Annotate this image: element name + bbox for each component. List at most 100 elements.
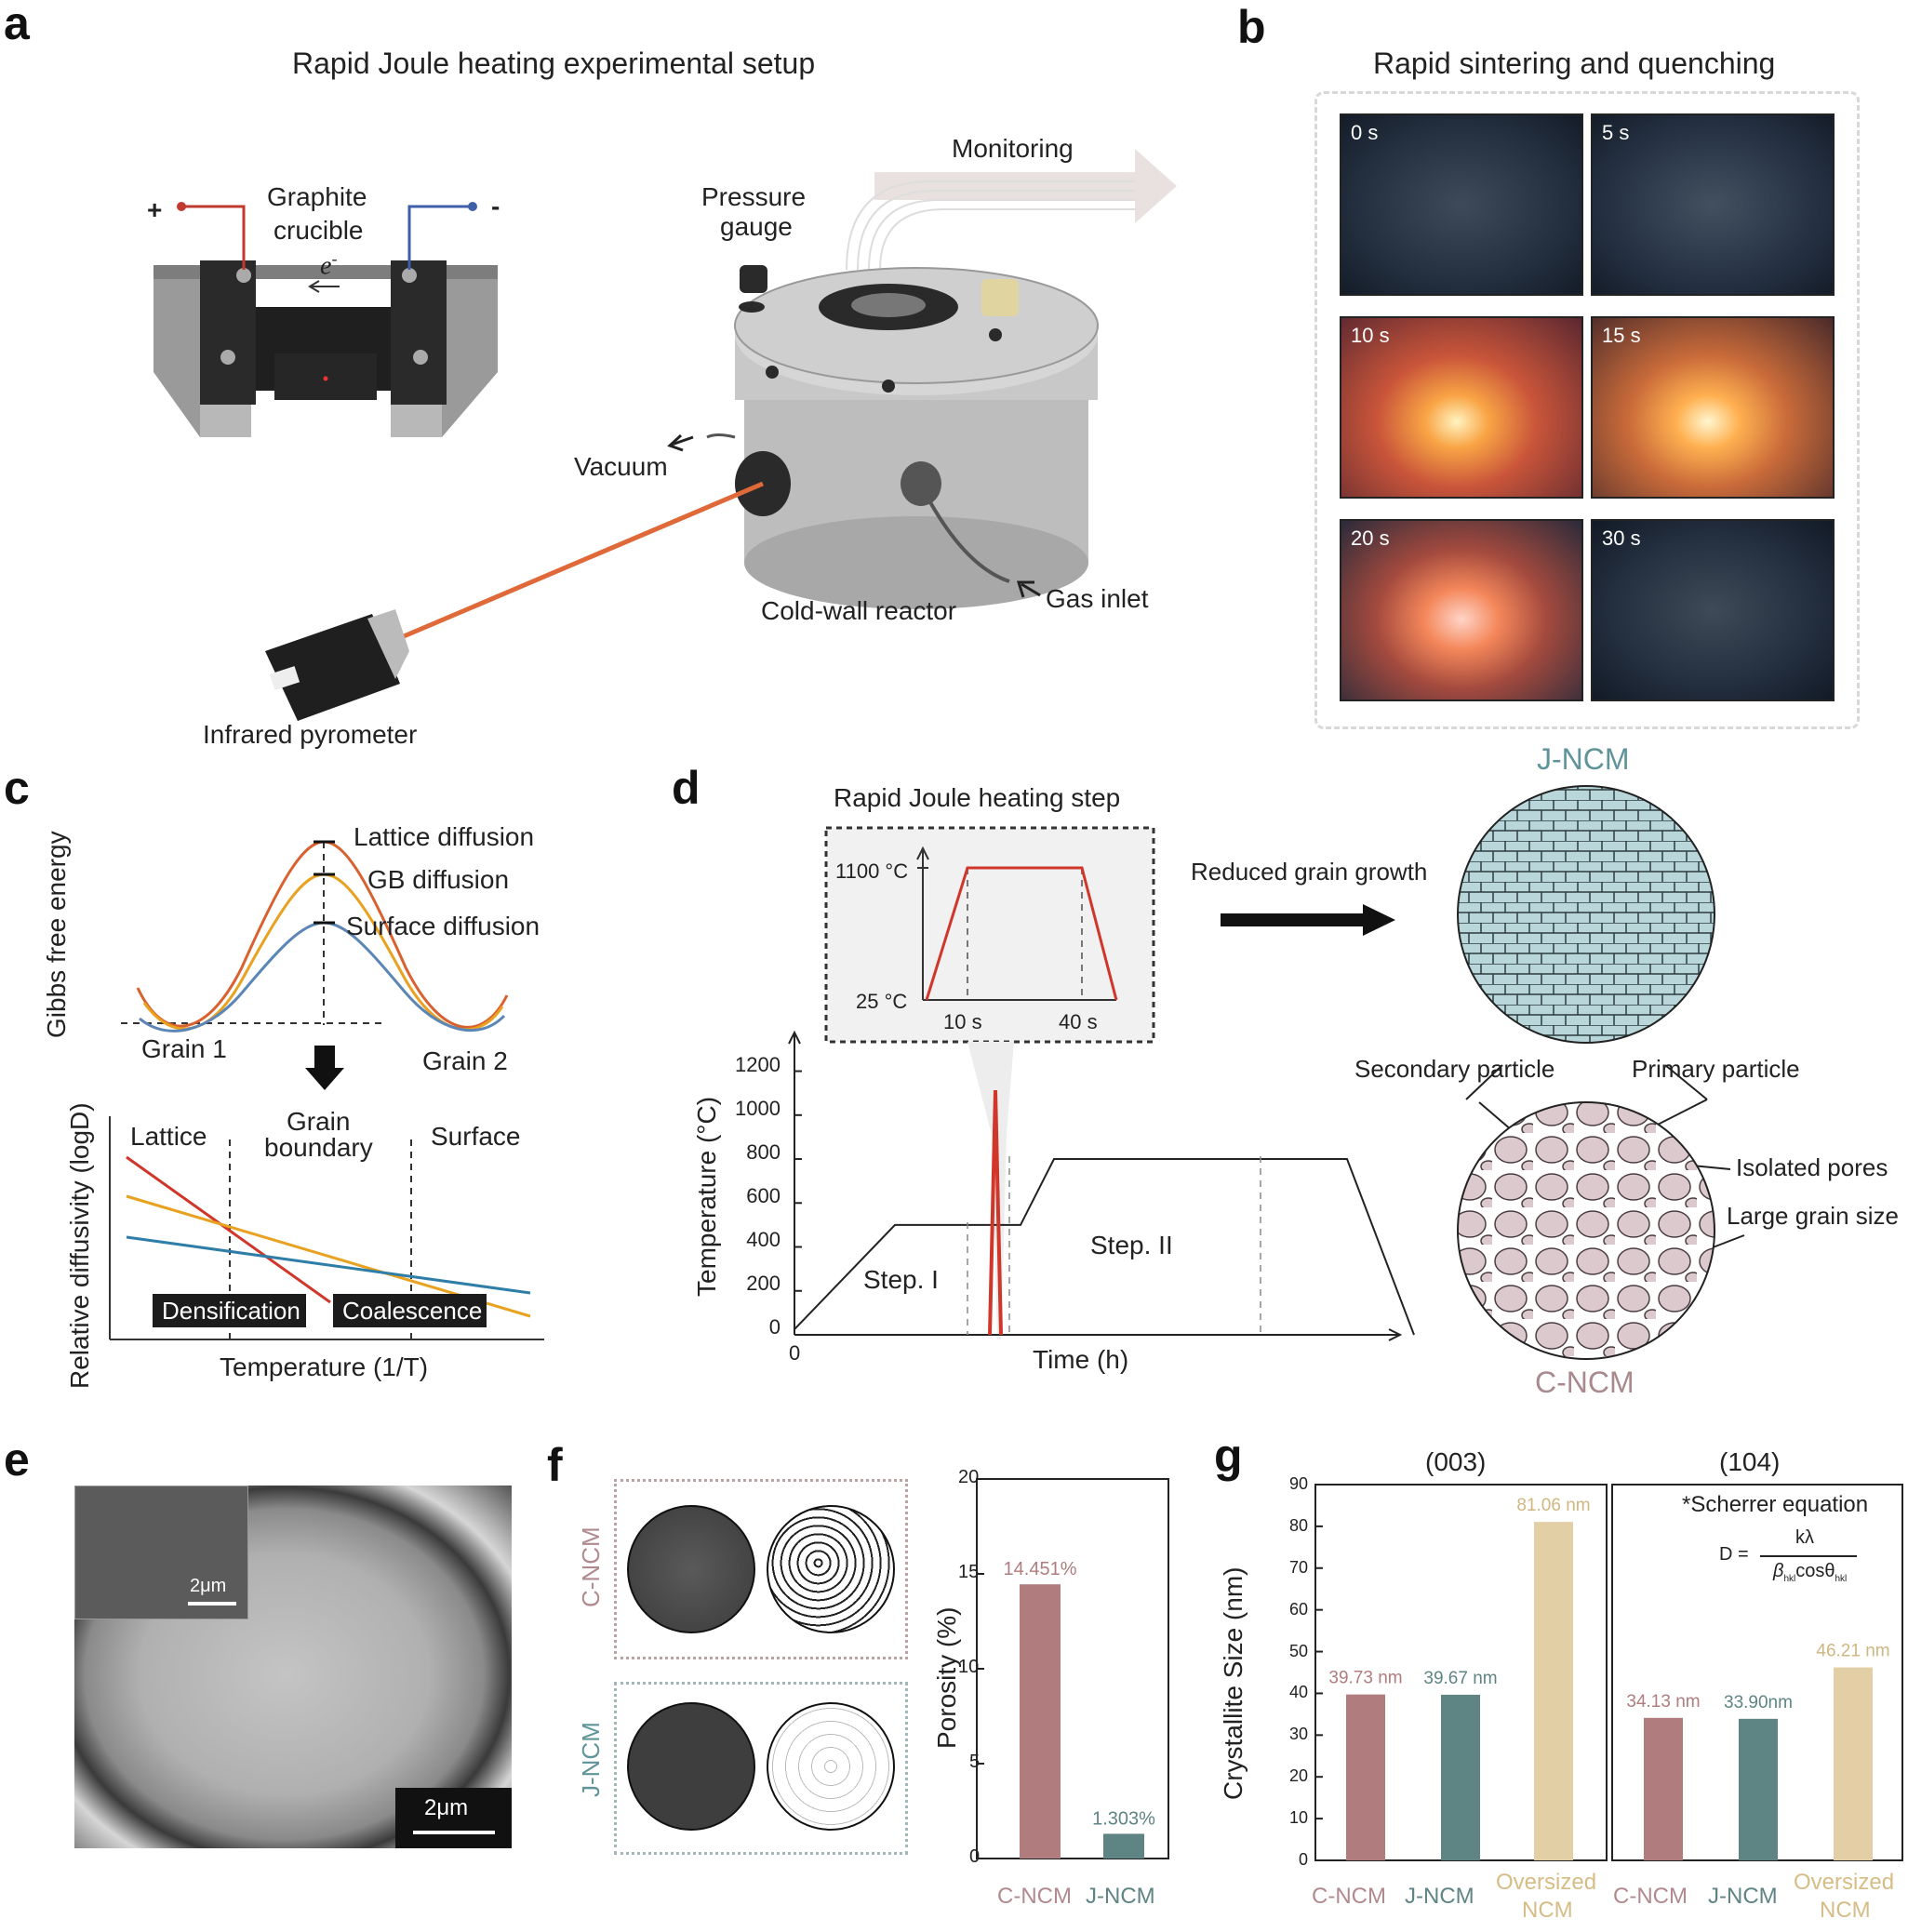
f-cat-jncm: J-NCM [1086,1884,1155,1909]
crystallite-data-label: 39.67 nm [1423,1669,1497,1688]
g-title-003: (003) [1425,1447,1487,1476]
crystallite-data-label: 46.21 nm [1816,1642,1889,1661]
crystallite-ytick-label: 70 [1288,1557,1308,1577]
inset-y-25: 25 °C [856,990,908,1013]
surface-region-label: Surface [431,1122,521,1151]
lattice-diffusion-label: Lattice diffusion [354,822,535,851]
jncm-label: J-NCM [1537,742,1630,776]
porosity-ytick-0: 0 [969,1846,981,1867]
porosity-bar [1020,1584,1061,1859]
inset-x-10s: 10 s [943,1010,982,1033]
cncm-particle [1457,1101,1715,1360]
setup-illustration [153,149,1177,721]
infrared-pyrometer-illustration [265,609,409,721]
porosity-data-label: 1.303% [1092,1808,1155,1829]
d-ytick-0: 0 [768,1315,781,1339]
frame-15s: 15 s [1591,316,1835,499]
frame-20s: 20 s [1340,519,1583,701]
vacuum-label: Vacuum [574,452,668,481]
frame-30s: 30 s [1591,519,1835,701]
large-grain-size-label: Large grain size [1727,1202,1899,1230]
inset-temperature-line [925,866,1118,1001]
panel-label-a: a [4,0,30,49]
pressure-gauge-label-line2: gauge [720,212,793,241]
crystallite-data-label: 34.13 nm [1626,1692,1700,1712]
d-ytick-1000: 1000 [735,1097,781,1120]
plus-sign: + [147,195,163,224]
isolated-pores-label: Isolated pores [1736,1153,1888,1181]
surface-diffusion-label: Surface diffusion [346,912,540,940]
crystallite-data-label: 81.06 nm [1516,1496,1590,1515]
panel-label-f: f [547,1439,563,1491]
panel-label-d: d [672,762,700,814]
g-cat-cncm-003: C-NCM [1312,1884,1386,1909]
joule-spike [988,1089,1003,1336]
cncm-sem-circle [627,1505,755,1633]
g-cat-oversized-104: Oversized [1794,1870,1895,1895]
g-cat-ncm-104: NCM [1820,1898,1871,1923]
sem-inset-image [74,1486,248,1619]
eq-numerator: kλ [1795,1527,1814,1548]
crystallite-data-label: 39.73 nm [1328,1669,1402,1688]
crystallite-ylabel: Crystallite Size (nm) [1219,1566,1248,1800]
crystallite-ytick-label: 40 [1288,1683,1308,1702]
frame-5s: 5 s [1591,113,1835,296]
frames-container [1314,91,1860,729]
crystallite-bar [1346,1694,1385,1860]
monitoring-arrow [846,149,1177,271]
infrared-beam [390,481,764,645]
graphite-crucible-label-line1: Graphite [267,182,367,211]
d-ytick-600: 600 [746,1184,781,1207]
reduced-grain-growth-label: Reduced grain growth [1191,858,1428,886]
f-row-label-jncm: J-NCM [577,1722,605,1797]
crystallite-ytick-label: 0 [1298,1850,1308,1869]
cncm-binary-circle [767,1505,895,1633]
panel-label-b: b [1237,1,1266,53]
energy-diffusion-diagram [109,840,544,1340]
crystallite-bar [1534,1522,1573,1860]
crystallite-ytick-label: 90 [1288,1474,1308,1493]
crystallite-bar [1739,1718,1778,1860]
crystallite-ytick-label: 10 [1288,1808,1308,1828]
grain-boundary-label-line1: Grain [287,1107,351,1136]
cncm-image-box [614,1479,908,1659]
crystallite-ytick-label: 80 [1288,1515,1308,1535]
eq-lhs: D = [1719,1544,1749,1565]
scherrer-label: *Scherrer equation [1682,1492,1869,1517]
crystallite-ytick-label: 50 [1288,1641,1308,1660]
jncm-particle [1457,785,1715,1044]
electron-label: e- [320,249,338,281]
jncm-sem-circle [627,1702,755,1831]
gibbs-ylabel: Gibbs free energy [42,831,71,1038]
g-cat-ncm-003: NCM [1522,1898,1573,1923]
crystallite-bar [1644,1717,1683,1860]
gas-inlet-label: Gas inlet [1046,584,1149,613]
crystallite-bar [1834,1667,1873,1860]
panel-label-e: e [4,1433,30,1486]
primary-particle-label: Primary particle [1632,1055,1800,1083]
lattice-region-label: Lattice [130,1122,207,1151]
inset-scale-label: 2μm [190,1576,227,1596]
d-ylabel: Temperature (°C) [692,1096,721,1297]
eq-fraction-bar [1760,1555,1857,1557]
g-cat-oversized-003: Oversized [1496,1870,1597,1895]
crystallite-ytick-label: 20 [1288,1766,1308,1786]
graphite-crucible-illustration [153,202,498,437]
porosity-bar [1103,1833,1144,1859]
jncm-image-box [614,1682,908,1855]
porosity-ytick-5: 5 [969,1752,981,1772]
grain-boundary-label-line2: boundary [264,1133,373,1162]
crystallite-ytick-label: 30 [1288,1725,1308,1744]
infrared-pyrometer-label: Infrared pyrometer [203,720,418,749]
porosity-ytick-15: 15 [958,1562,980,1582]
main-scale-bar [413,1831,495,1834]
main-y-ticks [794,1070,802,1336]
d-ytick-200: 200 [746,1272,781,1295]
g-cat-jncm-104: J-NCM [1708,1884,1778,1909]
f-cat-cncm: C-NCM [997,1884,1072,1909]
f-row-label-cncm: C-NCM [577,1526,605,1607]
scale-box [395,1788,512,1848]
main-temperature-line [794,1158,1415,1336]
secondary-particle-label: Secondary particle [1354,1055,1555,1083]
